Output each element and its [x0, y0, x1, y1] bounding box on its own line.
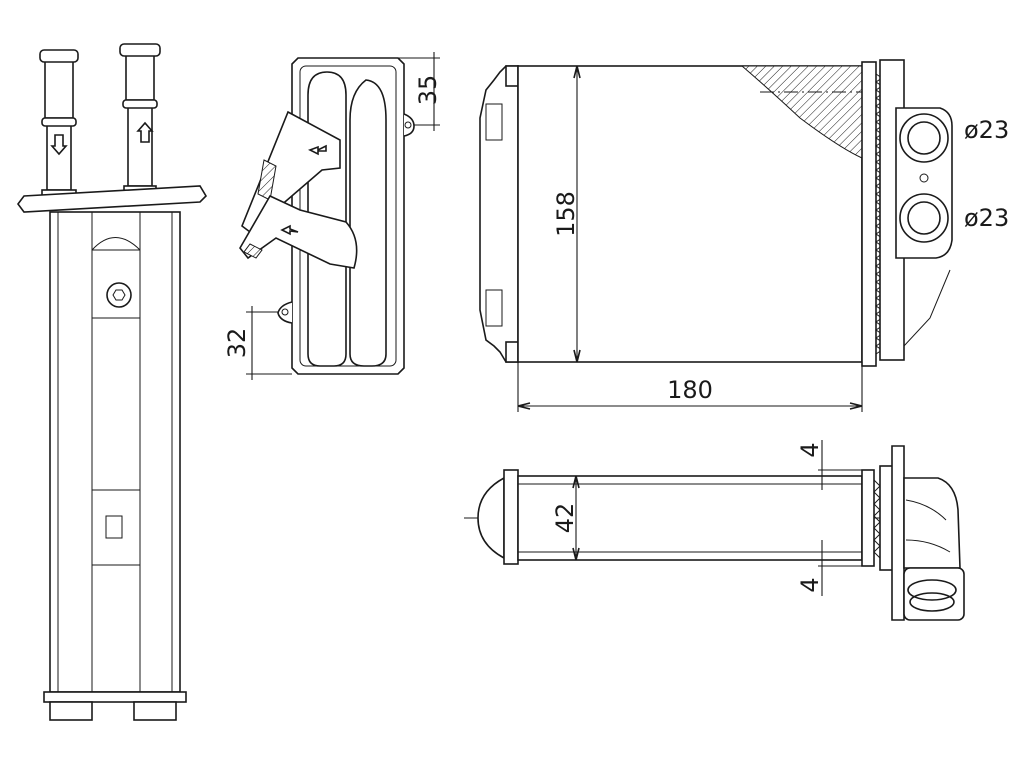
inlet-pipe-left: [39, 49, 79, 201]
front-right-tank: [861, 61, 877, 367]
top-core: [517, 475, 863, 561]
dim-core-height: 158: [552, 65, 581, 363]
dim-core-width: 180: [517, 362, 863, 412]
dim-top-offset: 35: [398, 52, 442, 131]
label-4-top: 4: [796, 442, 824, 457]
chamber-right: [349, 79, 387, 367]
label-180: 180: [667, 376, 713, 404]
top-flange: [891, 445, 905, 621]
core-fins-hatch: [740, 65, 863, 159]
label-diameter-lower: ø23: [964, 204, 1009, 232]
flow-arrow-up-icon: [136, 121, 154, 143]
outlet-pipe-left: [119, 43, 161, 197]
dim-gap-top: 4: [796, 440, 862, 490]
dim-core-depth: 42: [551, 475, 580, 561]
top-view: 42 4 4: [464, 440, 965, 621]
label-32: 32: [223, 328, 251, 359]
top-elbow-pipe: [903, 477, 961, 569]
tank-view: 35 32: [223, 52, 442, 380]
clip-slot: [105, 515, 123, 539]
label-158: 158: [552, 191, 580, 237]
flow-arrow-left-icon: [308, 144, 327, 156]
mounting-flange: [17, 185, 208, 213]
pipe-assembly-lower: [239, 194, 358, 269]
label-4-bottom: 4: [796, 577, 824, 592]
mounting-hole: [106, 282, 132, 308]
dim-gap-bottom: 4: [796, 540, 862, 596]
side-view: [17, 43, 208, 721]
dim-bottom-offset: 32: [223, 306, 292, 380]
pipe-port-upper: [899, 113, 949, 163]
label-42: 42: [551, 503, 579, 534]
label-diameter-upper: ø23: [964, 116, 1009, 144]
pipe-port-lower: [899, 193, 949, 243]
label-35: 35: [414, 75, 442, 106]
flow-arrow-down-icon: [50, 134, 68, 156]
top-left-end-cap: [477, 476, 505, 560]
front-view: 158 180 ø23 ø23: [479, 59, 1009, 412]
